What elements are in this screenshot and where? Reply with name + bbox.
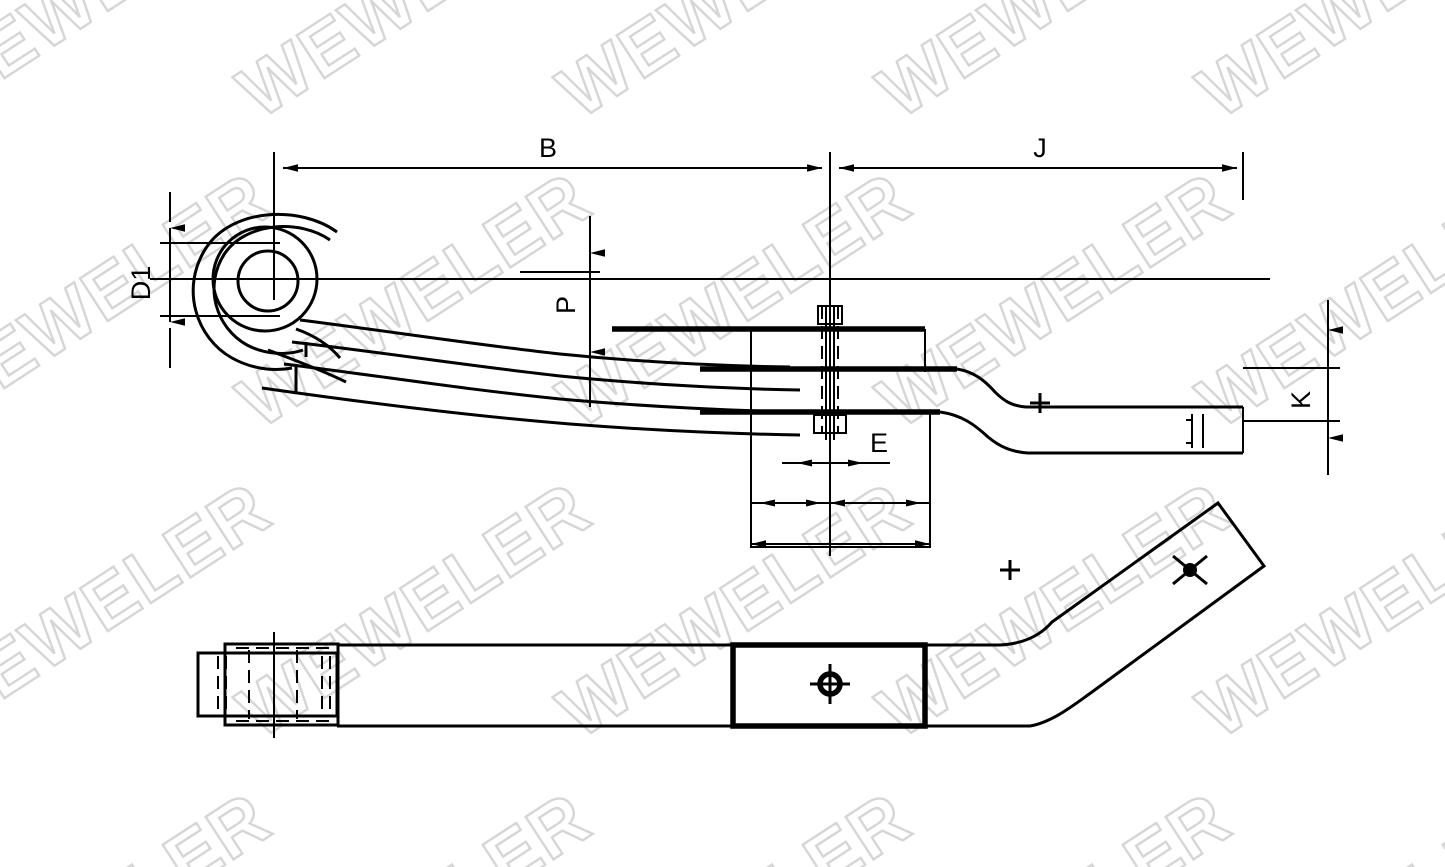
- dimension-D1: D1: [126, 224, 185, 326]
- rear-offset-bend: [939, 367, 1244, 455]
- dimension-J: J: [839, 133, 1237, 172]
- centre-bolt-hole-plan: [810, 664, 850, 704]
- dimension-P-label: P: [551, 296, 581, 314]
- cross-marker-plan-view: [1000, 560, 1020, 580]
- dimension-E: E: [782, 428, 890, 467]
- watermark-text: WEWELER: [224, 156, 605, 444]
- rear-end-hole: [1186, 414, 1204, 448]
- side-view: [150, 152, 1270, 556]
- rear-tip-hole-plan: [1172, 554, 1208, 586]
- watermark-text: WEWELER: [544, 156, 925, 444]
- dimension-J-label: J: [1033, 133, 1047, 163]
- watermark-text: WEWELER: [864, 156, 1245, 444]
- angled-rear-tip: [999, 500, 1267, 728]
- parabolic-leaves: [261, 318, 926, 437]
- dimension-K: K: [1286, 326, 1343, 442]
- watermark-text: WEWELER: [1184, 0, 1445, 133]
- dimension-E-label: E: [870, 428, 888, 458]
- dimension-layer: B J D1 P K: [126, 133, 1343, 548]
- dimension-B: B: [283, 133, 822, 172]
- watermark-text: WEWELER: [864, 466, 1245, 754]
- eye-bushing: [196, 632, 340, 738]
- dimension-D1-label: D1: [126, 266, 156, 301]
- watermark-text: WEWELER: [544, 776, 925, 867]
- watermark-text: WEWELER: [864, 776, 1245, 867]
- dimension-B-label: B: [539, 133, 557, 163]
- dimension-K-label: K: [1286, 391, 1316, 409]
- centre-bolt: [813, 152, 847, 556]
- plan-view: [196, 500, 1267, 738]
- dimension-width-mid: [751, 499, 930, 507]
- watermark-text: WEWELER: [224, 466, 605, 754]
- cross-marker-side-view: [1030, 393, 1050, 413]
- watermark-text: WEWELER: [0, 776, 285, 867]
- dimension-P: P: [551, 249, 605, 356]
- spring-eye: [191, 212, 347, 384]
- watermark-text: WEWELER: [224, 776, 605, 867]
- plan-clamp-box: [730, 642, 928, 729]
